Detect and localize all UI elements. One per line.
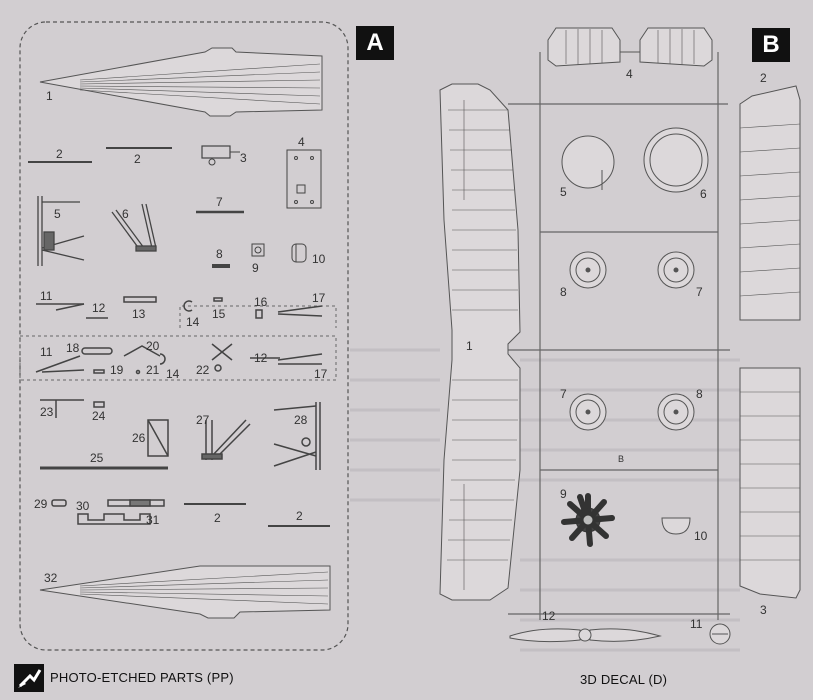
label-a2c: 2: [214, 511, 221, 525]
label-a32: 32: [44, 571, 58, 585]
label-b11: 11: [690, 617, 703, 631]
label-a17b: 17: [314, 367, 328, 381]
label-a15: 15: [212, 307, 226, 321]
photo-etched-icon: [14, 664, 44, 692]
label-b7b: 7: [560, 387, 567, 401]
label-b10: 10: [694, 529, 708, 543]
label-a2d: 2: [296, 509, 303, 523]
label-a26: 26: [132, 431, 146, 445]
label-sprue-b: B: [618, 454, 624, 464]
part-a2-struts: [28, 147, 172, 163]
part-a2-struts-lower: [184, 503, 330, 527]
fret-a-outline: [19, 21, 349, 651]
part-a11-13-row: [36, 296, 323, 319]
label-a8: 8: [216, 247, 223, 261]
label-a21: 21: [146, 363, 160, 377]
label-a23: 23: [40, 405, 54, 419]
label-a12b: 12: [254, 351, 268, 365]
label-a24: 24: [92, 409, 106, 423]
label-a2b: 2: [134, 152, 141, 166]
label-a14a: 14: [186, 315, 200, 329]
sub-fret-line-top: [179, 305, 337, 328]
part-b9-rotary-engine: [561, 493, 615, 547]
label-a30: 30: [76, 499, 90, 513]
part-a5-strut-assembly: [37, 196, 85, 266]
part-a6-v-strut: [111, 203, 157, 252]
part-b1-upper-wing: [439, 83, 521, 601]
part-a10: [291, 243, 307, 263]
label-b4: 4: [626, 67, 633, 81]
label-b9: 9: [560, 487, 567, 501]
label-b2: 2: [760, 71, 767, 85]
panel-a-badge: A: [356, 26, 394, 60]
part-a29-31: [51, 499, 165, 525]
part-a3-bracket: [201, 145, 240, 166]
label-a2a: 2: [56, 147, 63, 161]
label-a7: 7: [216, 195, 223, 209]
part-a8: [212, 264, 230, 268]
part-b10: [661, 517, 691, 535]
label-b8a: 8: [560, 285, 567, 299]
part-b-wheels-lower: [569, 393, 695, 431]
photo-etched-caption: PHOTO-ETCHED PARTS (PP): [50, 670, 234, 685]
part-b4-tailplane: [547, 27, 713, 67]
label-a5: 5: [54, 207, 61, 221]
label-a20: 20: [146, 339, 160, 353]
label-a27: 27: [196, 413, 210, 427]
part-a9: [251, 243, 265, 257]
label-a25: 25: [90, 451, 104, 465]
label-a28: 28: [294, 413, 308, 427]
label-b1: 1: [466, 339, 473, 353]
part-b11: [709, 623, 731, 645]
label-a31: 31: [146, 513, 160, 527]
label-a3: 3: [240, 151, 247, 165]
label-a11a: 11: [40, 289, 53, 303]
label-a12a: 12: [92, 301, 106, 315]
label-a18: 18: [66, 341, 80, 355]
label-a22: 22: [196, 363, 210, 377]
label-a4: 4: [298, 135, 305, 149]
part-b2-lower-wing: [739, 85, 801, 321]
part-b3-lower-wing: [739, 367, 801, 599]
label-a17a: 17: [312, 291, 326, 305]
label-a29: 29: [34, 497, 48, 511]
label-a9: 9: [252, 261, 259, 275]
part-b12-propeller: [509, 628, 662, 643]
label-a16: 16: [254, 295, 268, 309]
label-a19: 19: [110, 363, 124, 377]
label-b7a: 7: [696, 285, 703, 299]
part-b6-ring: [643, 127, 709, 193]
label-b3: 3: [760, 603, 767, 617]
label-a14b: 14: [166, 367, 180, 381]
label-a1: 1: [46, 89, 53, 103]
panel-b-badge: B: [752, 28, 790, 62]
label-b5: 5: [560, 185, 567, 199]
part-a18-22-row: [35, 343, 323, 375]
label-a10: 10: [312, 252, 326, 266]
sub-fret-box: [19, 335, 337, 381]
panel-a-labels: 1 2 2 3 4 5 6 7 8 9 10 11 12 13 14 15 16…: [34, 89, 328, 585]
part-b-wheels-upper: [569, 251, 695, 289]
panel-b-labels: 1 2 3 4 5 6 7 7 8 8 9 10 11 12 B: [466, 67, 767, 631]
background-text-lines: [350, 348, 740, 652]
part-a23-28: [40, 399, 321, 470]
part-a1-fuselage: [39, 47, 323, 117]
label-b6: 6: [700, 187, 707, 201]
sprue-frame: [508, 52, 730, 620]
label-a13: 13: [132, 307, 146, 321]
label-a6: 6: [122, 207, 129, 221]
label-b8b: 8: [696, 387, 703, 401]
label-a11b: 11: [40, 345, 53, 359]
part-a32-fuselage: [39, 565, 331, 619]
part-a4-plate: [286, 149, 322, 209]
part-b5-cowl: [561, 135, 615, 190]
label-b12: 12: [542, 609, 556, 623]
decal-caption: 3D DECAL (D): [580, 672, 668, 687]
